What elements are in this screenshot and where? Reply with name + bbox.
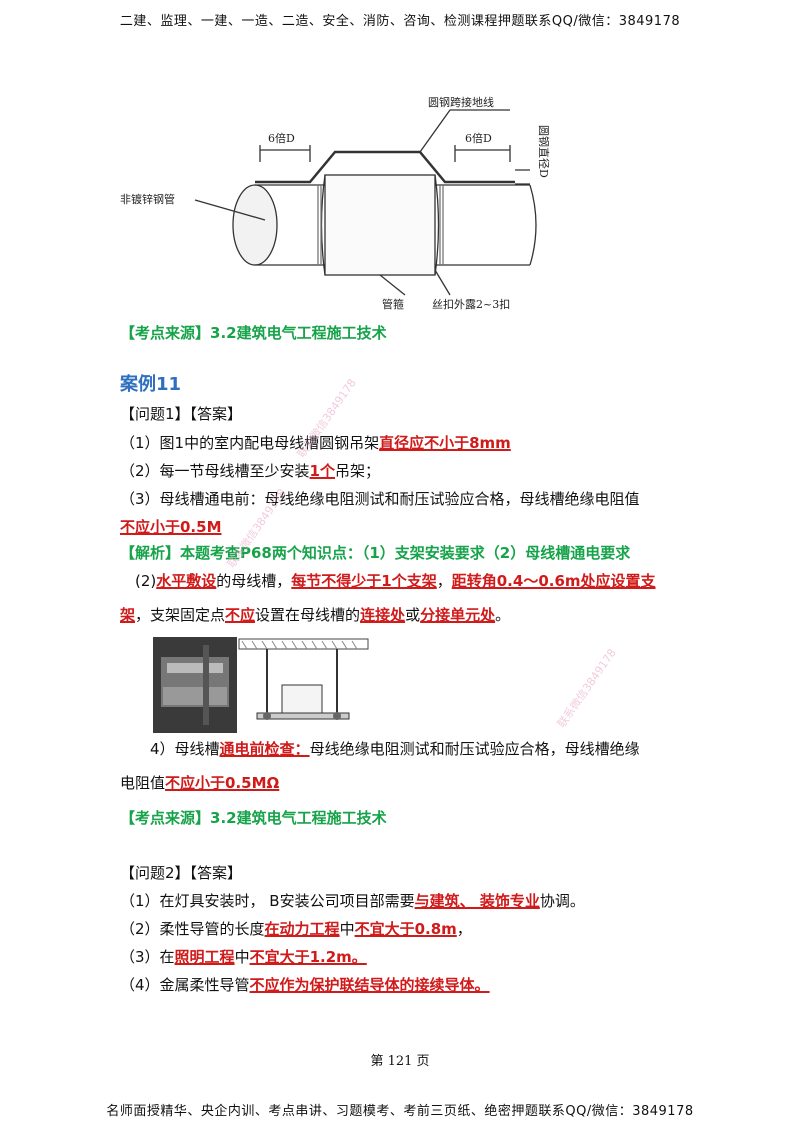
label-6d-right: 6倍D (465, 131, 492, 145)
q2-line-1: （1）在灯具安装时， B安装公司项目部需要与建筑、 装饰专业协调。 (120, 892, 585, 910)
label-coupling: 管箍 (382, 297, 404, 311)
watermark: 联系微信3849178 (554, 646, 619, 731)
p4-line-1: 4）母线槽通电前检查：母线绝缘电阻测试和耐压试验应合格，母线槽绝缘 (150, 740, 640, 758)
label-thread: 丝扣外露2~3扣 (432, 297, 510, 311)
busway-photo (153, 637, 237, 733)
page-header: 二建、监理、一建、一造、二造、安全、消防、咨询、检测课程押题联系QQ/微信：38… (119, 14, 681, 29)
label-diameter: 圆钢直径D (537, 125, 550, 178)
label-steel-pipe: 非镀锌钢管 (120, 192, 175, 206)
page-footer: 名师面授精华、央企内训、考点串讲、习题模考、考前三页纸、绝密押题联系QQ/微信：… (106, 1104, 694, 1119)
q2-line-3: （3）在照明工程中不宜大于1.2m。 (120, 948, 367, 966)
analysis: 【解析】本题考查P68两个知识点：（1）支架安装要求（2）母线槽通电要求 (120, 544, 631, 562)
label-round-steel-jumper: 圆钢跨接地线 (428, 95, 494, 109)
p4-line-2: 电阻值不应小于0.5MΩ (120, 774, 280, 792)
q1-line-4: 不应小于0.5M (120, 518, 222, 536)
pipe-grounding-figure: 圆钢跨接地线 6倍D 6倍D 圆钢直径D 非镀锌钢管 管箍 丝扣外露2~3扣 (120, 95, 550, 311)
q1-line-2: （2）每一节母线槽至少安装1个吊架； (120, 462, 380, 480)
q2-header: 【问题2】【答案】 (120, 864, 243, 882)
bracket-diagram (237, 637, 370, 733)
label-6d-left: 6倍D (268, 131, 295, 145)
q1-header: 【问题1】【答案】 (120, 405, 243, 423)
q1-line-1: （1）图1中的室内配电母线槽圆钢吊架直径应不小于8mm (120, 434, 511, 452)
p2-line-1: (2)水平敷设的母线槽，每节不得少于1个支架，距转角0.4～0.6m处应设置支 (135, 572, 656, 590)
p2-line-2: 架，支架固定点不应设置在母线槽的连接处或分接单元处。 (120, 606, 511, 624)
q2-line-2: （2）柔性导管的长度在动力工程中不宜大于0.8m， (120, 920, 472, 938)
source-2: 【考点来源】3.2建筑电气工程施工技术 (120, 809, 387, 827)
q2-line-4: （4）金属柔性导管不应作为保护联结导体的接续导体。 (120, 976, 490, 994)
case-title: 案例11 (120, 374, 182, 395)
q1-line-3: （3）母线槽通电前：母线绝缘电阻测试和耐压试验应合格，母线槽绝缘电阻值 (120, 490, 640, 508)
page-number: 第 121 页 (370, 1054, 430, 1069)
source-1: 【考点来源】3.2建筑电气工程施工技术 (120, 324, 387, 342)
